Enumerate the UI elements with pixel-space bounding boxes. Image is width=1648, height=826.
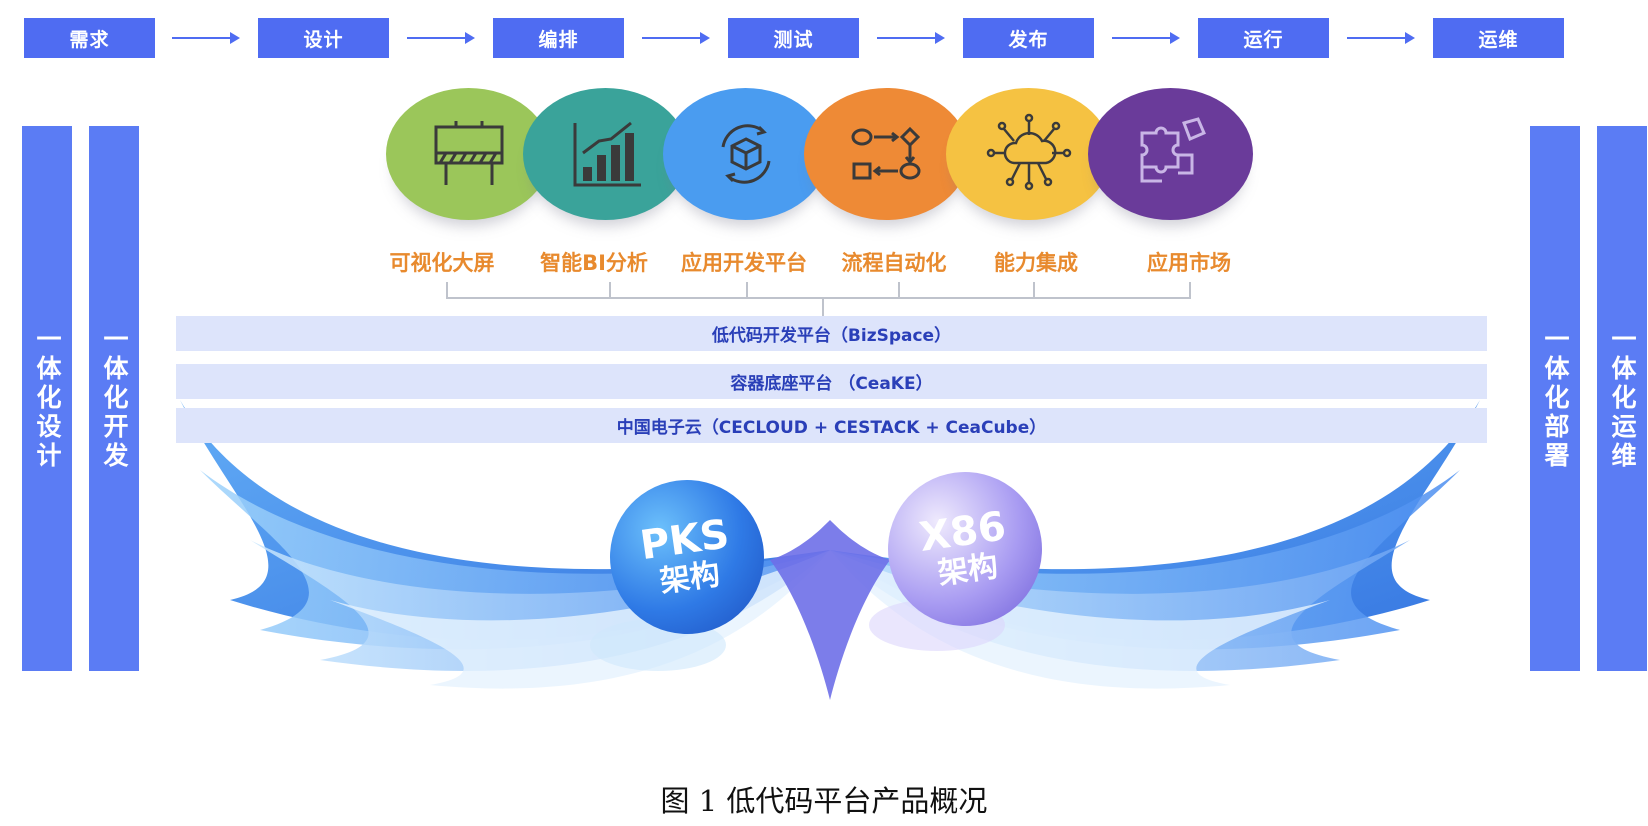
bracket-tick (898, 282, 900, 298)
cloud-network-icon (946, 88, 1111, 220)
pillar-integrated-deployment: 一体化部署 (1530, 126, 1580, 671)
capability-label-bi: 智能BI分析 (540, 251, 648, 275)
layer-lowcode-platform: 低代码开发平台（BizSpace） (176, 316, 1487, 351)
architecture-suffix: 架构 (657, 556, 723, 600)
flow-arrow (172, 32, 240, 44)
flow-step-design: 设计 (258, 18, 389, 58)
pillar-label: 一体化部署 (1541, 326, 1570, 471)
flow-arrow (1347, 32, 1415, 44)
pillar-label: 一体化设计 (33, 326, 62, 471)
flow-step-ops: 运维 (1433, 18, 1564, 58)
bracket-tick (746, 282, 748, 298)
box-cycle-icon (663, 88, 828, 220)
flowchart-icon (804, 88, 969, 220)
pillar-integrated-development: 一体化开发 (89, 126, 139, 671)
capability-label-process-automation: 流程自动化 (841, 251, 947, 275)
architecture-suffix: 架构 (935, 548, 1001, 592)
flow-arrow (407, 32, 475, 44)
flow-arrow (1112, 32, 1180, 44)
bracket-horizontal (446, 297, 1191, 299)
bracket-stem (822, 297, 824, 317)
capability-label-app-dev: 应用开发平台 (681, 251, 807, 275)
layer-cloud: 中国电子云（CECLOUD + CESTACK + CeaCube） (176, 408, 1487, 443)
pillar-label: 一体化运维 (1608, 326, 1637, 471)
bracket-tick (609, 282, 611, 298)
pillar-label: 一体化开发 (100, 326, 129, 471)
pillar-integrated-design: 一体化设计 (22, 126, 72, 671)
bracket-tick (446, 282, 448, 298)
flow-step-test: 测试 (728, 18, 859, 58)
capability-label-app-market: 应用市场 (1147, 251, 1231, 275)
flow-arrow (642, 32, 710, 44)
bar-chart-icon (523, 88, 688, 220)
flow-step-release: 发布 (963, 18, 1094, 58)
bracket-tick (1033, 282, 1035, 298)
pillar-integrated-operations: 一体化运维 (1597, 126, 1647, 671)
layer-container-platform: 容器底座平台 （CeaKE） (176, 364, 1487, 399)
flow-step-requirement: 需求 (24, 18, 155, 58)
bracket-tick (1189, 282, 1191, 298)
capability-label-visual-screen: 可视化大屏 (389, 251, 495, 275)
flow-step-orchestrate: 编排 (493, 18, 624, 58)
flow-step-run: 运行 (1198, 18, 1329, 58)
wings-illustration (180, 400, 1480, 700)
figure-caption: 图 1 低代码平台产品概况 (660, 784, 988, 818)
capability-label-integration: 能力集成 (994, 251, 1078, 275)
puzzle-icon (1088, 88, 1253, 220)
flow-arrow (877, 32, 945, 44)
